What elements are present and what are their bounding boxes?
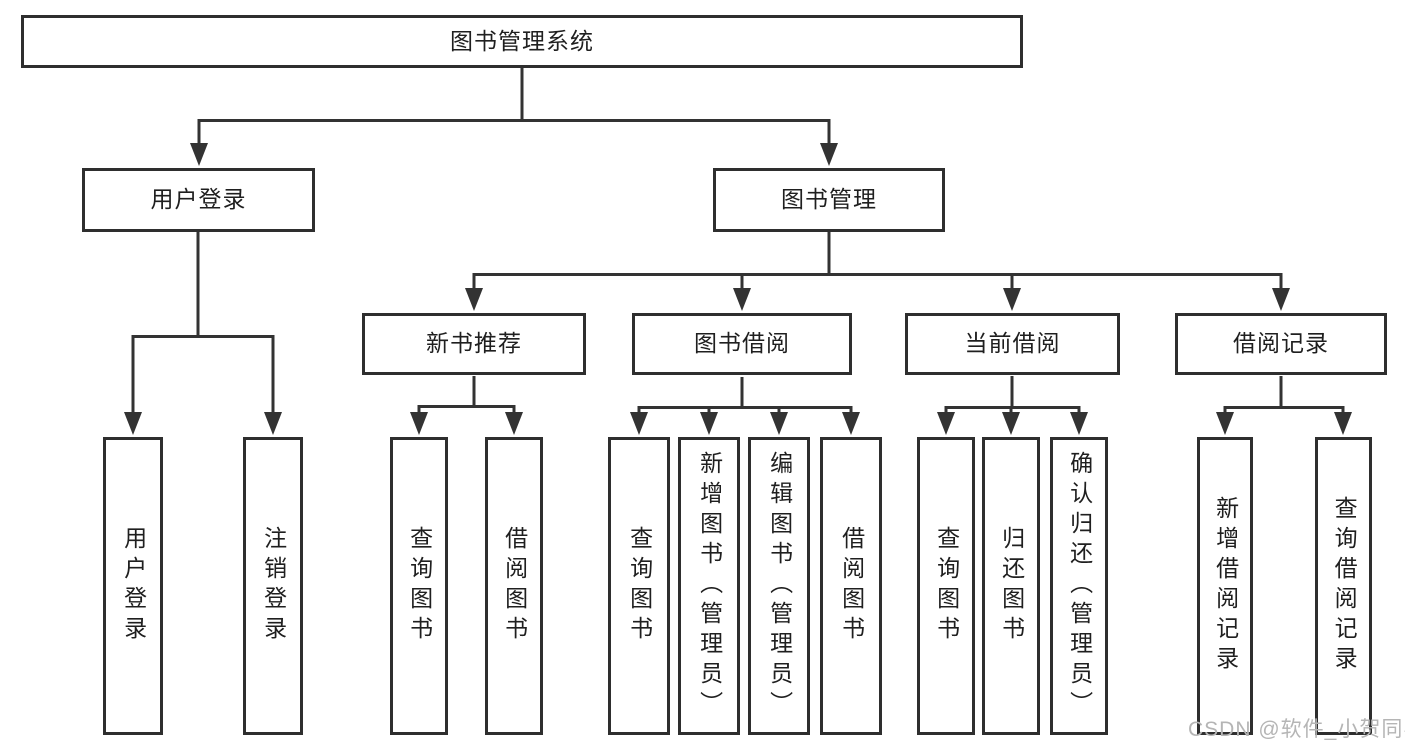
leaf-return-books: 归还图书: [982, 437, 1040, 735]
node-label: 借阅记录: [1233, 330, 1329, 357]
node-new-book-recommendation: 新书推荐: [362, 313, 586, 375]
leaf-borrow-books: 借阅图书: [485, 437, 543, 735]
leaf-add-books-admin: 新增图书（管理员）: [678, 437, 740, 735]
leaf-edit-books-admin: 编辑图书（管理员）: [748, 437, 810, 735]
leaf-query-books: 查询图书: [608, 437, 670, 735]
leaf-borrow-books: 借阅图书: [820, 437, 882, 735]
leaf-label: 编辑图书（管理员）: [766, 451, 793, 721]
node-label: 图书管理: [781, 186, 877, 213]
node-book-management: 图书管理: [713, 168, 945, 232]
leaf-user-login: 用户登录: [103, 437, 163, 735]
leaf-label: 查询图书: [933, 526, 960, 646]
node-label: 图书借阅: [694, 330, 790, 357]
leaf-label: 查询图书: [626, 526, 653, 646]
leaf-label: 新增借阅记录: [1212, 496, 1239, 676]
leaf-label: 注销登录: [260, 526, 287, 646]
leaf-label: 借阅图书: [501, 526, 528, 646]
node-current-borrowing: 当前借阅: [905, 313, 1120, 375]
node-library-management-system: 图书管理系统: [21, 15, 1023, 68]
leaf-query-borrow-record: 查询借阅记录: [1315, 437, 1372, 735]
node-label: 当前借阅: [964, 330, 1061, 357]
leaf-logout: 注销登录: [243, 437, 303, 735]
csdn-watermark: CSDN @软件_小贺同学: [1188, 718, 1405, 741]
leaf-label: 新增图书（管理员）: [696, 451, 723, 721]
leaf-label: 归还图书: [998, 526, 1025, 646]
leaf-label: 查询借阅记录: [1331, 496, 1358, 676]
leaf-label: 确认归还（管理员）: [1066, 451, 1093, 721]
node-label: 图书管理系统: [450, 27, 594, 54]
leaf-query-books: 查询图书: [390, 437, 448, 735]
leaf-label: 查询图书: [406, 526, 433, 646]
leaf-label: 借阅图书: [838, 526, 865, 646]
node-user-login: 用户登录: [82, 168, 315, 232]
node-borrowing-records: 借阅记录: [1175, 313, 1387, 375]
leaf-add-borrow-record: 新增借阅记录: [1197, 437, 1253, 735]
leaf-confirm-return-admin: 确认归还（管理员）: [1050, 437, 1108, 735]
leaf-label: 用户登录: [120, 526, 147, 646]
node-label: 用户登录: [150, 186, 247, 213]
leaf-query-books: 查询图书: [917, 437, 975, 735]
node-book-borrowing: 图书借阅: [632, 313, 852, 375]
node-label: 新书推荐: [426, 330, 522, 357]
